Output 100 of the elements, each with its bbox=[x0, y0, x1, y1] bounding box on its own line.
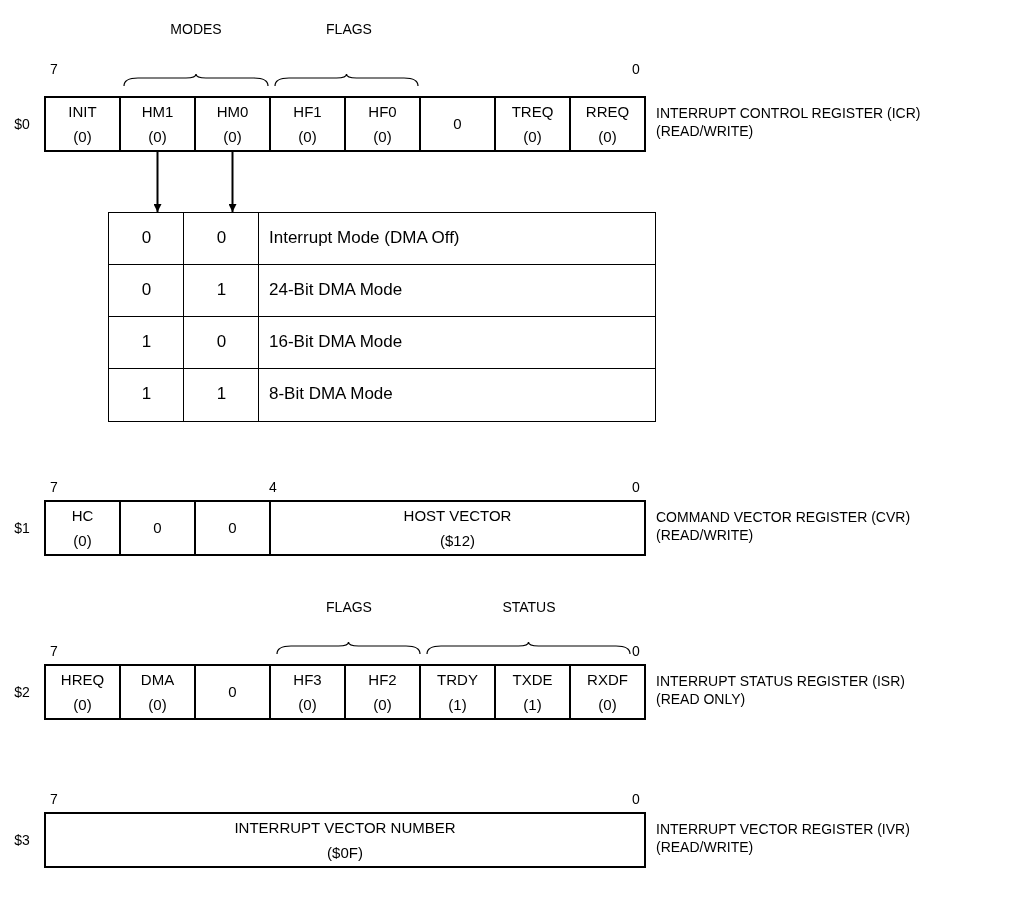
register-bit-cell bbox=[194, 96, 271, 152]
cell-text: 0 bbox=[216, 227, 227, 250]
bit-number: 7 bbox=[50, 790, 58, 808]
table-cell bbox=[108, 212, 185, 266]
register-address: $2 bbox=[14, 683, 30, 701]
bit-number: 0 bbox=[632, 790, 640, 808]
bit-number: 4 bbox=[269, 478, 277, 496]
access-mode: (READ ONLY) bbox=[656, 690, 746, 708]
cell-text: 1 bbox=[141, 383, 152, 406]
table-cell bbox=[258, 368, 656, 422]
reset-value: (1) bbox=[448, 695, 467, 715]
register-bit-cell bbox=[494, 96, 571, 152]
register-address: $3 bbox=[14, 831, 30, 849]
group-label: MODES bbox=[170, 20, 222, 38]
register-address: $1 bbox=[14, 519, 30, 537]
bit-number: 0 bbox=[632, 478, 640, 496]
reset-value: ($0F) bbox=[327, 843, 363, 863]
table-cell bbox=[108, 264, 185, 318]
bit-value: 0 bbox=[228, 682, 237, 703]
bit-name: HF3 bbox=[293, 669, 322, 690]
bit-name: TXDE bbox=[512, 669, 553, 690]
table-cell bbox=[108, 368, 185, 422]
reset-value: (0) bbox=[73, 695, 92, 715]
table-cell bbox=[183, 264, 260, 318]
reset-value: ($12) bbox=[440, 531, 475, 551]
access-mode: (READ/WRITE) bbox=[656, 838, 754, 856]
register-bit-cell bbox=[44, 664, 121, 720]
bit-name: HM1 bbox=[141, 101, 174, 122]
table-cell bbox=[258, 212, 656, 266]
reset-value: (1) bbox=[523, 695, 542, 715]
arrow bbox=[228, 151, 237, 213]
register-bit-cell bbox=[419, 96, 496, 152]
register-bit-cell bbox=[419, 664, 496, 720]
table-cell bbox=[183, 368, 260, 422]
cell-text: 0 bbox=[141, 227, 152, 250]
register-bit-cell bbox=[344, 96, 421, 152]
reset-value: (0) bbox=[598, 695, 617, 715]
cell-text: 1 bbox=[216, 279, 227, 302]
register-bit-cell bbox=[119, 500, 196, 556]
register-bit-cell bbox=[44, 96, 121, 152]
bit-name: RXDF bbox=[587, 669, 628, 690]
cell-text: Interrupt Mode (DMA Off) bbox=[269, 227, 460, 250]
access-mode: (READ/WRITE) bbox=[656, 526, 754, 544]
reset-value: (0) bbox=[523, 127, 542, 147]
cell-text: 0 bbox=[141, 279, 152, 302]
table-cell bbox=[183, 212, 260, 266]
cell-text: 8-Bit DMA Mode bbox=[269, 383, 393, 406]
cell-text: 24-Bit DMA Mode bbox=[269, 279, 403, 302]
register-bit-cell bbox=[119, 96, 196, 152]
table-cell bbox=[183, 316, 260, 370]
reset-value: (0) bbox=[373, 127, 392, 147]
bit-number: 0 bbox=[632, 642, 640, 660]
bit-name: HC bbox=[71, 505, 94, 526]
access-mode: (READ/WRITE) bbox=[656, 122, 754, 140]
bit-name: HM0 bbox=[216, 101, 249, 122]
register-bit-cell bbox=[44, 500, 121, 556]
reset-value: (0) bbox=[73, 531, 92, 551]
cell-text: 16-Bit DMA Mode bbox=[269, 331, 403, 354]
reset-value: (0) bbox=[298, 127, 317, 147]
register-name: INTERRUPT CONTROL REGISTER (ICR) bbox=[656, 104, 921, 122]
register-bit-cell bbox=[569, 96, 646, 152]
reset-value: (0) bbox=[223, 127, 242, 147]
bit-number: 0 bbox=[632, 60, 640, 78]
cell-text: 1 bbox=[216, 383, 227, 406]
bit-name: RREQ bbox=[585, 101, 630, 122]
register-bit-cell bbox=[194, 664, 271, 720]
bit-value: 0 bbox=[228, 518, 237, 539]
table-cell bbox=[258, 316, 656, 370]
bit-value: 0 bbox=[153, 518, 162, 539]
register-bit-cell bbox=[269, 664, 346, 720]
bit-name: TRDY bbox=[437, 669, 478, 690]
reset-value: (0) bbox=[298, 695, 317, 715]
bit-name: HF0 bbox=[368, 101, 397, 122]
reset-value: (0) bbox=[598, 127, 617, 147]
register-bit-cell bbox=[494, 664, 571, 720]
bit-name: HF2 bbox=[368, 669, 397, 690]
bit-number: 7 bbox=[50, 478, 58, 496]
register-name: INTERRUPT VECTOR REGISTER (IVR) bbox=[656, 820, 910, 838]
register-bit-cell bbox=[269, 96, 346, 152]
register-bit-cell bbox=[194, 500, 271, 556]
bit-name: HREQ bbox=[60, 669, 105, 690]
bit-name: DMA bbox=[140, 669, 175, 690]
register-bit-cell bbox=[344, 664, 421, 720]
register-name: INTERRUPT STATUS REGISTER (ISR) bbox=[656, 672, 905, 690]
bit-number: 7 bbox=[50, 60, 58, 78]
register-name: COMMAND VECTOR REGISTER (CVR) bbox=[656, 508, 911, 526]
reset-value: (0) bbox=[73, 127, 92, 147]
bit-name: HOST VECTOR bbox=[403, 505, 512, 526]
register-bit-cell bbox=[44, 812, 646, 868]
table-cell bbox=[108, 316, 185, 370]
cell-text: 1 bbox=[141, 331, 152, 354]
table-cell bbox=[258, 264, 656, 318]
bit-name: INTERRUPT VECTOR NUMBER bbox=[234, 817, 456, 838]
bit-name: HF1 bbox=[293, 101, 322, 122]
cell-text: 0 bbox=[216, 331, 227, 354]
register-bit-cell bbox=[269, 500, 646, 556]
arrow bbox=[153, 151, 162, 213]
reset-value: (0) bbox=[148, 127, 167, 147]
register-bit-cell bbox=[569, 664, 646, 720]
group-label: FLAGS bbox=[326, 20, 372, 38]
